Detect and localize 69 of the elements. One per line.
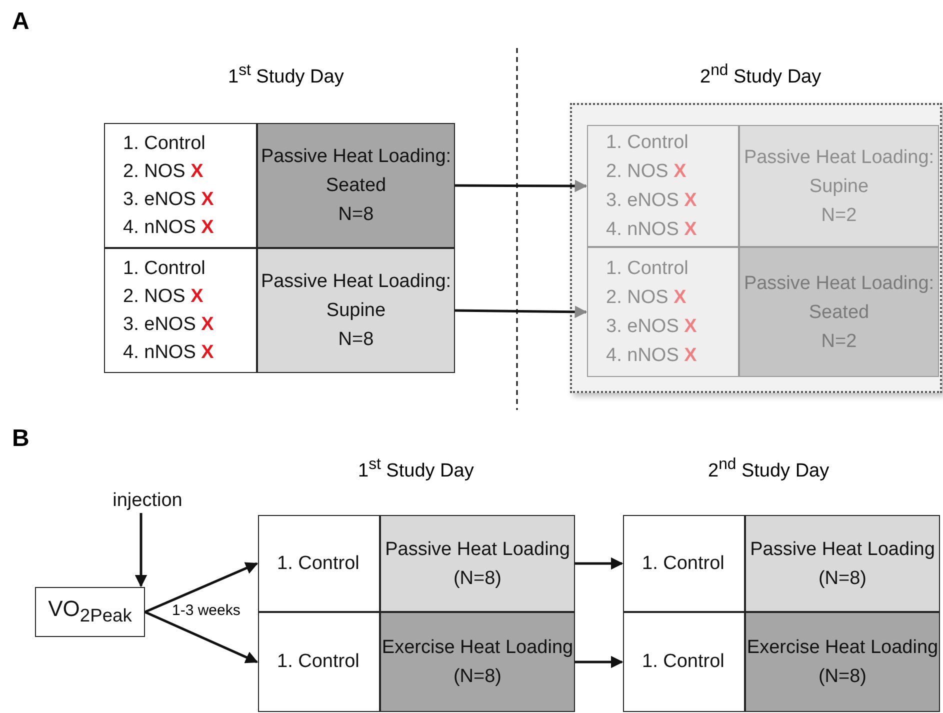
protocol-box (739, 247, 939, 377)
annotation-text: injection (112, 488, 182, 512)
list-item: 3. eNOS X (606, 189, 697, 213)
box-text: Passive Heat Loading: Seated (742, 272, 936, 324)
list-item: 2. NOS X (123, 160, 204, 184)
list-item: 4. nNOS X (606, 218, 697, 242)
condition-list-box (104, 123, 257, 248)
arrow (575, 557, 624, 570)
list-item: 4. nNOS X (123, 216, 214, 240)
condition-list-box (623, 515, 745, 612)
arrow (454, 306, 588, 318)
column-heading: 2$^{nd}$ Study Day (700, 62, 822, 88)
column-heading: 1$^{st}$ Study Day (228, 62, 344, 88)
box-text: (N=8) (453, 665, 502, 689)
box-text: N=8 (338, 203, 374, 227)
protocol-box (380, 612, 575, 712)
group-box (570, 103, 942, 393)
protocol-box (739, 125, 939, 247)
list-item: 1. Control (123, 132, 206, 156)
box-text: N=2 (821, 330, 857, 354)
box-text: N=2 (821, 204, 857, 228)
list-item: 1. Control (642, 650, 724, 674)
list-item: 1. Control (123, 256, 206, 280)
column-heading: 2$^{nd}$ Study Day (708, 456, 830, 482)
arrow (575, 656, 624, 668)
list-item: 1. Control (277, 650, 360, 674)
list-item: 1. Control (642, 552, 724, 576)
panel-letter: A (12, 8, 30, 36)
arrow (144, 562, 258, 614)
condition-list-box (623, 612, 745, 712)
list-item: 4. nNOS X (606, 344, 697, 368)
measurement-box (35, 587, 145, 637)
list-item: 1. Control (606, 131, 688, 155)
condition-list-box (258, 515, 380, 612)
box-text: (N=8) (818, 665, 867, 689)
list-item: 2. NOS X (123, 284, 204, 308)
box-text: N=8 (338, 328, 374, 352)
list-item: 1. Control (277, 552, 360, 576)
arrow (455, 180, 588, 192)
list-item: 2. NOS X (606, 286, 686, 310)
condition-list-box (587, 125, 739, 247)
box-text: Passive Heat Loading: Seated (260, 145, 452, 198)
panel-letter: B (12, 425, 30, 453)
arrow (134, 513, 148, 588)
protocol-box (380, 515, 575, 612)
list-item: 2. NOS X (606, 160, 686, 184)
box-text: VO$_{2Peak}$ (48, 595, 132, 628)
box-text: Passive Heat Loading: Supine (260, 270, 452, 323)
list-item: 3. eNOS X (606, 315, 697, 339)
box-text: Passive Heat Loading (750, 538, 935, 562)
box-text: (N=8) (818, 566, 867, 590)
list-item: 3. eNOS X (123, 312, 214, 336)
box-text: (N=8) (453, 566, 502, 590)
list-item: 3. eNOS X (123, 188, 214, 212)
box-text: Passive Heat Loading: Supine (742, 146, 936, 198)
list-item: 4. nNOS X (123, 340, 214, 364)
protocol-box (745, 612, 940, 712)
protocol-box (257, 248, 455, 373)
condition-list-box (587, 247, 739, 377)
box-text: Exercise Heat Loading (382, 636, 574, 660)
arrow (144, 610, 258, 664)
list-item: 1. Control (606, 257, 688, 281)
protocol-box (745, 515, 940, 612)
box-text: Passive Heat Loading (385, 538, 570, 562)
protocol-box (257, 123, 455, 248)
box-text: Exercise Heat Loading (746, 636, 938, 660)
condition-list-box (258, 612, 380, 712)
condition-list-box (104, 248, 257, 373)
column-heading: 1$^{st}$ Study Day (358, 456, 474, 482)
